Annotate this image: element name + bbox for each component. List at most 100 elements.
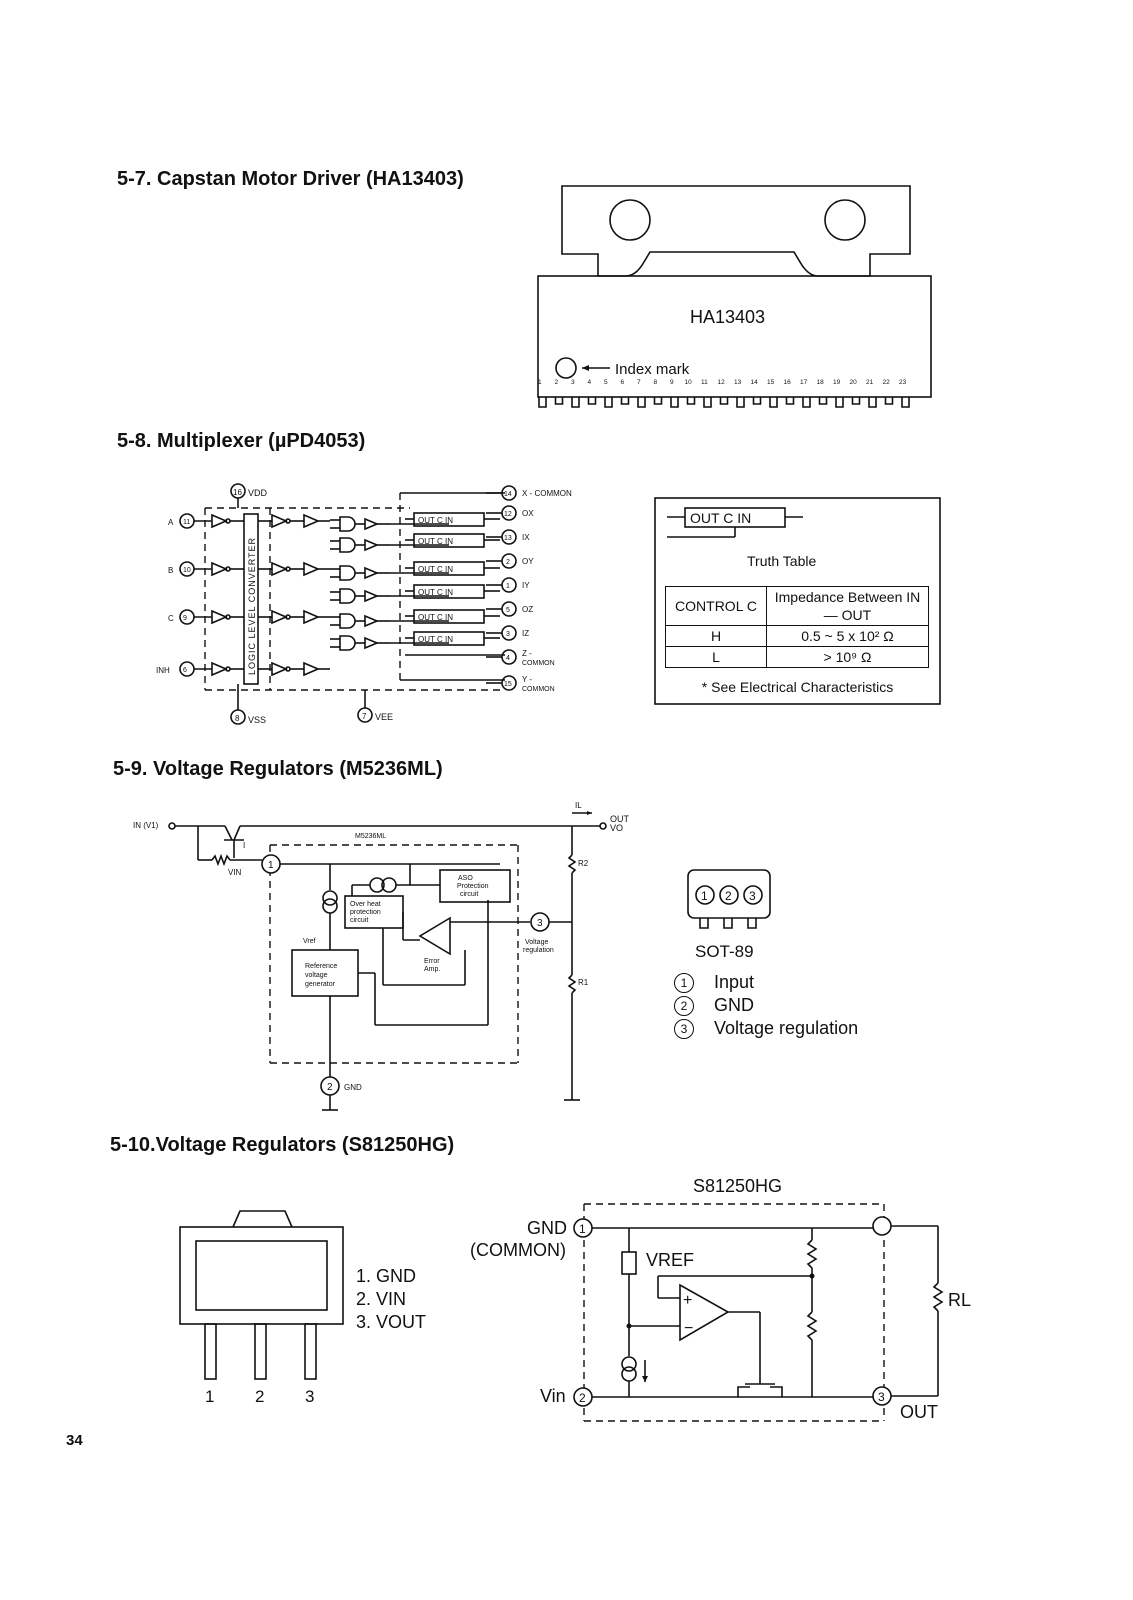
pin-number: 5 [604, 379, 608, 386]
pin-number: 11 [701, 379, 708, 386]
mux-output-pin [501, 649, 517, 665]
s81250hg-label: S81250HG [693, 1176, 782, 1196]
pin-number: 20 [850, 379, 858, 386]
buffer-symbol [211, 609, 229, 625]
pin-lead [703, 397, 712, 408]
pin-lead [571, 397, 580, 408]
svg-text:1: 1 [268, 860, 274, 871]
gnd-label: GND [527, 1218, 567, 1238]
truth-cell: > 10⁹ Ω [766, 646, 929, 668]
svg-text:13: 13 [504, 535, 512, 542]
pin-number: 15 [767, 379, 775, 386]
mux-output-pin [501, 553, 517, 569]
svg-text:1: 1 [205, 1387, 214, 1406]
pin-number: 18 [817, 379, 825, 386]
svg-text:LOGIC LEVEL CONVERTER: LOGIC LEVEL CONVERTER [247, 537, 257, 675]
rl-label: RL [948, 1290, 971, 1310]
pin-number: 2 [555, 379, 559, 386]
svg-text:6: 6 [183, 667, 187, 674]
mux-output-label: Z - [522, 649, 532, 658]
out-label: OUT [900, 1402, 938, 1422]
index-mark-circle [555, 357, 577, 379]
svg-text:OUT C IN: OUT C IN [418, 537, 453, 546]
svg-text:2: 2 [579, 1391, 586, 1405]
pin-number: 7 [637, 379, 641, 386]
svg-text:4: 4 [506, 655, 510, 662]
and-gate [339, 537, 356, 553]
svg-text:ASO: ASO [458, 875, 473, 882]
pin-lead [851, 397, 861, 405]
svg-text:15: 15 [504, 681, 512, 688]
pin-number: 6 [621, 379, 625, 386]
svg-text:OUT C IN: OUT C IN [418, 635, 453, 644]
pin-lead [769, 397, 778, 408]
svg-text:3: 3 [506, 631, 510, 638]
svg-text:+: + [683, 1292, 692, 1309]
mux-input-label: B [168, 566, 173, 575]
pin-number: 10 [685, 379, 693, 386]
svg-text:GND: GND [344, 1083, 362, 1092]
pin-number: 1 [538, 379, 542, 386]
truth-table-title: Truth Table [747, 553, 816, 569]
svg-text:11: 11 [183, 519, 190, 526]
pin-number: 12 [718, 379, 726, 386]
section-heading-s81250hg: 5-10.Voltage Regulators (S81250HG) [110, 1134, 455, 1156]
index-mark-label: Index mark [615, 361, 690, 378]
svg-text:3: 3 [878, 1390, 885, 1404]
mux-input-label: INH [156, 666, 170, 675]
section-heading-capstan-driver: 5-7. Capstan Motor Driver (HA13403) [117, 168, 464, 190]
svg-text:circuit: circuit [350, 917, 368, 924]
mux-output-label: IZ [522, 629, 529, 638]
mux-output-label: OY [522, 557, 534, 566]
multiplexer-schematic: 16 VDD LOGIC LEVEL CONVERTER 8 VSS 7 VEE… [156, 483, 572, 725]
svg-text:2: 2 [255, 1387, 264, 1406]
svg-text:2: 2 [725, 889, 732, 903]
s81250hg-package: 1 2 3 [179, 1210, 344, 1406]
svg-text:COMMON: COMMON [522, 660, 555, 667]
out-label: OUT [610, 814, 630, 824]
svg-text:7: 7 [362, 712, 367, 721]
pin-lead [752, 397, 762, 405]
svg-text:−: − [684, 1320, 693, 1337]
and-gate [339, 516, 356, 532]
mux-input-label: A [168, 518, 174, 527]
mux-output-label: IX [522, 533, 530, 542]
pin-number: 17 [800, 379, 808, 386]
svg-text:circuit: circuit [460, 891, 478, 898]
svg-text:3: 3 [305, 1387, 314, 1406]
m5236ml-label: M5236ML [355, 833, 386, 840]
and-gate [339, 613, 356, 629]
vdd-label: VDD [248, 488, 268, 498]
section-heading-multiplexer: 5-8. Multiplexer (µPD4053) [117, 430, 366, 452]
pin-lead [785, 397, 795, 405]
pin-lead [604, 397, 613, 408]
mux-output-pin [501, 675, 517, 691]
svg-text:I: I [243, 841, 245, 850]
svg-text:16: 16 [233, 488, 242, 497]
buffer-symbol [211, 661, 229, 677]
section-heading-m5236ml: 5-9. Voltage Regulators (M5236ML) [113, 758, 443, 780]
pin-number: 8 [654, 379, 658, 386]
il-label: IL [575, 801, 582, 810]
pin-number: 21 [866, 379, 874, 386]
vo-label: VO [610, 823, 623, 833]
and-gate [339, 635, 356, 651]
pin-number: 9 [670, 379, 674, 386]
svg-text:OUT C IN: OUT C IN [418, 588, 453, 597]
in-label: IN (V1) [133, 821, 159, 830]
pin-lead [538, 397, 547, 408]
pin-lead [835, 397, 844, 408]
pin-lead [868, 397, 877, 408]
svg-text:8: 8 [235, 714, 240, 723]
pin-lead [554, 397, 564, 405]
svg-text:3: 3 [749, 889, 756, 903]
pin-number: 13 [734, 379, 742, 386]
list-item: 1. GND [356, 1266, 417, 1286]
vref-label: VREF [646, 1250, 694, 1270]
svg-text:COMMON: COMMON [522, 686, 555, 693]
